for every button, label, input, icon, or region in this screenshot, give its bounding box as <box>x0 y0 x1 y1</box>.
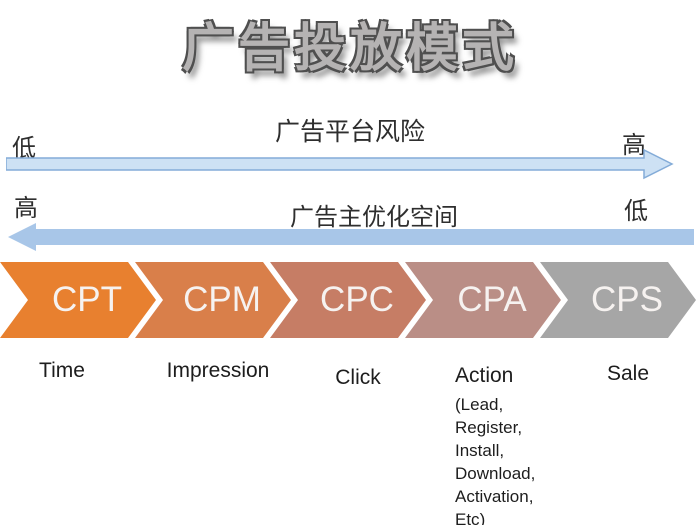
desc-impression: Impression <box>166 359 270 382</box>
chevron-cpm: CPM <box>135 262 291 338</box>
chevron-cpa: CPA <box>405 262 561 338</box>
right-arrow-icon <box>6 148 674 180</box>
desc-time: Time <box>39 359 85 382</box>
right-arrow-shape <box>6 148 674 180</box>
arrow2-caption: 广告主优化空间 <box>290 205 458 231</box>
chevron-cpt-label: CPT <box>52 280 122 319</box>
left-arrow-icon <box>8 223 694 251</box>
desc-click: Click <box>335 366 381 389</box>
chevron-cpa-label: CPA <box>457 280 527 319</box>
desc-sale: Sale <box>606 362 650 385</box>
chevron-cpt: CPT <box>0 262 156 338</box>
action-sub-download: Download, <box>455 464 536 483</box>
action-sub-etc: Etc <box>455 510 480 525</box>
chevron-cps-label: CPS <box>591 280 663 319</box>
action-sub-register: Register, <box>455 418 523 437</box>
action-sub-etc-line: Etc) <box>455 508 585 525</box>
chevron-cpc: CPC <box>270 262 426 338</box>
action-sub-install: Install, <box>455 441 505 460</box>
chevron-cps: CPS <box>540 262 696 338</box>
arrow2-right-label: 低 <box>624 199 648 225</box>
desc-action: Action <box>455 364 514 387</box>
desc-action-block: Action (Lead, Register, Install, Downloa… <box>455 364 585 525</box>
chevron-cpm-label: CPM <box>183 280 261 319</box>
page-title: 广告投放模式 <box>181 19 518 79</box>
arrow1-caption: 广告平台风险 <box>274 119 425 146</box>
chevron-cpc-label: CPC <box>320 280 394 319</box>
chevron-sequence: CPT CPM CPC CPA CPS <box>0 262 700 338</box>
left-arrow-shape <box>8 223 694 251</box>
action-sub-etc-paren: ) <box>479 510 486 525</box>
arrow2-left-label: 高 <box>14 196 38 222</box>
action-sub-lead: (Lead, <box>455 395 504 414</box>
desc-action-sublist: (Lead, Register, Install, Download, Acti… <box>455 393 585 525</box>
arrow1-right-label: 高 <box>622 133 646 159</box>
action-sub-activation: Activation, <box>455 487 534 506</box>
